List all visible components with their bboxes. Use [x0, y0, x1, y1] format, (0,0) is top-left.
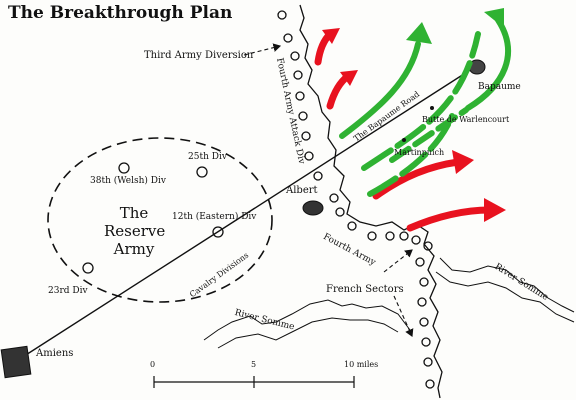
- front-line: [299, 4, 443, 399]
- red-arrow-south-2: [406, 206, 494, 232]
- fourth-army-arrow: [383, 249, 413, 273]
- red-arrow-heads: [322, 28, 506, 222]
- red-arrow-north-2: [326, 72, 352, 110]
- reserve-army-label: The Reserve Army: [104, 204, 166, 258]
- reserve-army-label-line1: The: [119, 204, 149, 222]
- breakthrough-arrows: [339, 17, 511, 197]
- butte-de-warlencourt-dot: [430, 106, 434, 110]
- scale-tick-10: 10 miles: [344, 360, 379, 369]
- green-arrow-heads: [406, 8, 504, 44]
- river-somme-east-bank: [435, 271, 575, 323]
- division-38th-label: 38th (Welsh) Div: [90, 176, 166, 186]
- martinpuich-dot: [402, 138, 406, 142]
- reserve-army-area: [47, 137, 273, 303]
- scale-tick-0: 0: [150, 360, 156, 369]
- bapaume-label: Bapaume: [478, 82, 521, 92]
- french-sectors-label: French Sectors: [326, 284, 404, 295]
- river-somme-west-bank: [217, 317, 399, 349]
- division-12th-label: 12th (Eastern) Div: [172, 212, 257, 222]
- albert-town-marker: [302, 200, 324, 216]
- scale-tick-5: 5: [251, 360, 257, 369]
- green-arrow-5: [389, 107, 469, 163]
- martinpuich-label: Martinpuich: [394, 148, 445, 157]
- green-arrow-4: [465, 17, 511, 111]
- green-arrow-2: [361, 31, 481, 171]
- green-arrow-1: [339, 41, 421, 139]
- division-positions: [82, 162, 224, 274]
- third-army-diversion-label: Third Army Diversion: [144, 50, 254, 61]
- reserve-army-label-line3: Army: [113, 240, 155, 258]
- amiens-label: Amiens: [36, 348, 74, 359]
- map-title: The Breakthrough Plan: [8, 3, 233, 23]
- reserve-army-label-line2: Reserve: [104, 222, 166, 240]
- bapaume-road: [17, 64, 479, 361]
- river-somme-west: [203, 299, 411, 341]
- third-army-diversion-arrow: [243, 43, 282, 56]
- red-arrow-south-1: [372, 158, 462, 200]
- division-25th-label: 25th Div: [188, 152, 227, 162]
- scale-bar: [153, 376, 355, 388]
- river-somme-east: [439, 257, 575, 313]
- front-line-positions: [277, 10, 435, 389]
- amiens-town-marker: [0, 345, 32, 379]
- albert-label: Albert: [286, 185, 318, 196]
- french-sectors-arrow: [393, 295, 414, 338]
- division-23rd-label: 23rd Div: [48, 286, 88, 296]
- butte-de-warlencourt-label: Butte de Warlencourt: [422, 115, 510, 124]
